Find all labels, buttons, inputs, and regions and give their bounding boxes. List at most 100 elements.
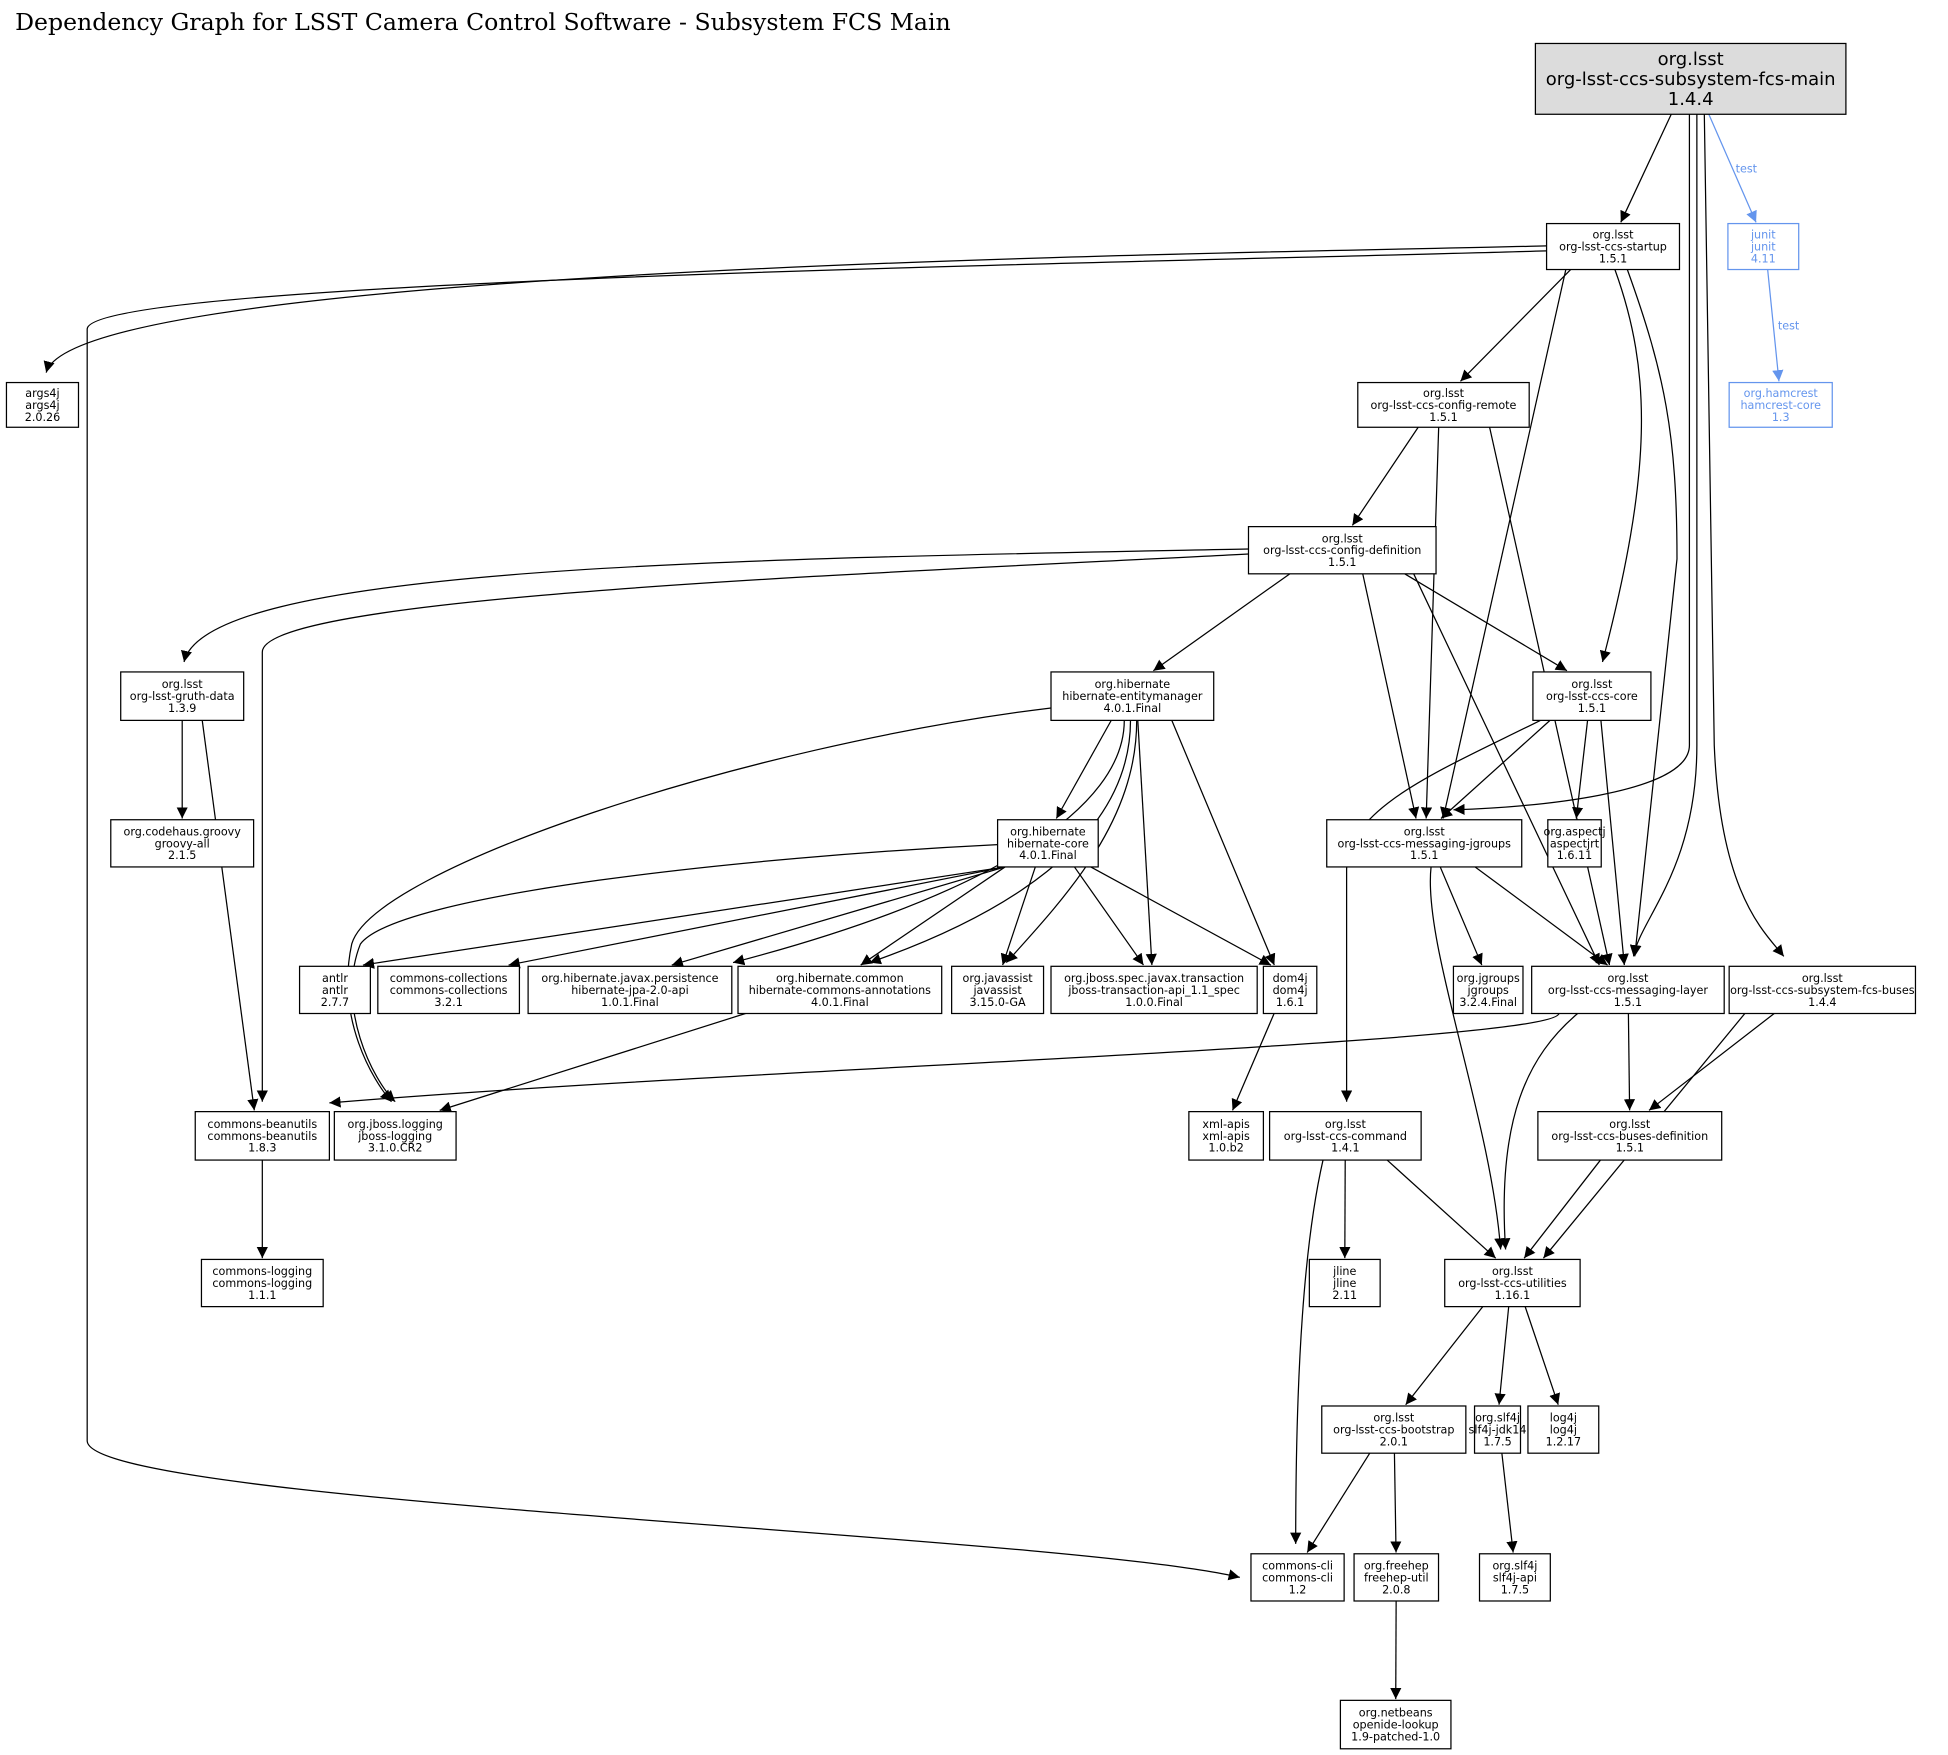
node-version: 1.5.1 [1578,702,1606,715]
edge-startup-to-args4j [43,245,1547,373]
node-box[interactable] [1534,42,1847,115]
node-box[interactable] [200,1258,324,1308]
node-box[interactable] [527,965,733,1015]
node-box[interactable] [1531,965,1725,1015]
node-box[interactable] [1268,1111,1422,1161]
node-messaging-layer[interactable]: org.lsstorg-lsst-ccs-messaging-layer1.5.… [1531,965,1725,1015]
node-box[interactable] [1478,1553,1551,1602]
node-artifact: hamcrest-core [1740,399,1821,412]
node-box[interactable] [1727,222,1800,271]
node-box[interactable] [1050,671,1215,722]
node-group: org.jgroups [1457,972,1520,985]
node-group: junit [1750,229,1776,242]
node-group: commons-cli [1262,1559,1333,1572]
node-box[interactable] [1321,1405,1467,1454]
node-box[interactable] [120,671,245,722]
node-jboss-transaction[interactable]: org.jboss.spec.javax.transactionjboss-tr… [1050,965,1258,1015]
node-box[interactable] [377,965,521,1015]
node-group: org.hamcrest [1744,387,1819,400]
node-box[interactable] [333,1111,457,1161]
node-box[interactable] [1545,222,1681,271]
node-box[interactable] [1188,1111,1265,1161]
node-box[interactable] [1339,1699,1452,1750]
edge-startup-to-config-remote [1460,269,1572,382]
node-box[interactable] [1728,381,1833,428]
node-buses-definition[interactable]: org.lsstorg-lsst-ccs-buses-definition1.5… [1537,1111,1723,1161]
edge-utilities-to-bootstrap [1405,1306,1484,1406]
edge-messaging-jgroups-to-utilities [1429,866,1506,1250]
node-box[interactable] [1527,1405,1600,1454]
node-group: org.lsst [1373,1412,1415,1425]
node-box[interactable] [1728,965,1917,1015]
node-main[interactable]: org.lsstorg-lsst-ccs-subsystem-fcs-main1… [1534,42,1847,115]
node-fcs-buses[interactable]: org.lsstorg-lsst-ccs-subsystem-fcs-buses… [1728,965,1917,1015]
node-box[interactable] [194,1111,331,1161]
node-version: 2.11 [1332,1289,1357,1302]
node-box[interactable] [110,819,255,868]
node-box[interactable] [1357,381,1530,428]
node-box[interactable] [1262,965,1318,1015]
node-version: 4.11 [1751,252,1776,265]
node-box[interactable] [996,819,1099,868]
node-box[interactable] [737,965,943,1015]
edge-ccs-core-to-aspectj [1571,720,1589,819]
node-config-definition[interactable]: org.lsstorg-lsst-ccs-config-definition1.… [1247,526,1437,575]
node-openide[interactable]: org.netbeansopenide-lookup1.9-patched-1.… [1339,1699,1452,1750]
node-commons-annotations[interactable]: org.hibernate.commonhibernate-commons-an… [737,965,943,1015]
node-box[interactable] [1050,965,1258,1015]
node-messaging-jgroups[interactable]: org.lsstorg-lsst-ccs-messaging-jgroups1.… [1326,819,1523,868]
node-box[interactable] [1247,526,1437,575]
node-hibernate-jpa[interactable]: org.hibernate.javax.persistencehibernate… [527,965,733,1015]
node-box[interactable] [1326,819,1523,868]
node-commons-collections[interactable]: commons-collectionscommons-collections3.… [377,965,521,1015]
edge-config-definition-to-gruth-data [181,548,1249,663]
node-box[interactable] [1308,1258,1381,1308]
node-box[interactable] [1452,965,1524,1015]
node-box[interactable] [1444,1258,1581,1308]
node-version: 2.0.8 [1382,1583,1410,1596]
node-box[interactable] [1250,1553,1345,1602]
node-box[interactable] [5,381,80,428]
node-box[interactable] [1537,1111,1723,1161]
node-box[interactable] [1532,671,1652,722]
node-box[interactable] [1547,819,1602,868]
node-box[interactable] [1473,1405,1522,1454]
node-box[interactable] [298,965,371,1015]
edge-config-definition-to-commons-beanutils [256,553,1249,1102]
node-artifact: args4j [25,399,59,412]
node-box[interactable] [951,965,1045,1015]
node-artifact: hibernate-commons-annotations [749,984,931,997]
node-entitymanager[interactable]: org.hibernatehibernate-entitymanager4.0.… [1050,671,1215,722]
node-box[interactable] [1353,1553,1440,1602]
node-artifact: org-lsst-ccs-bootstrap [1333,1424,1454,1437]
node-artifact: hibernate-core [1007,837,1089,850]
